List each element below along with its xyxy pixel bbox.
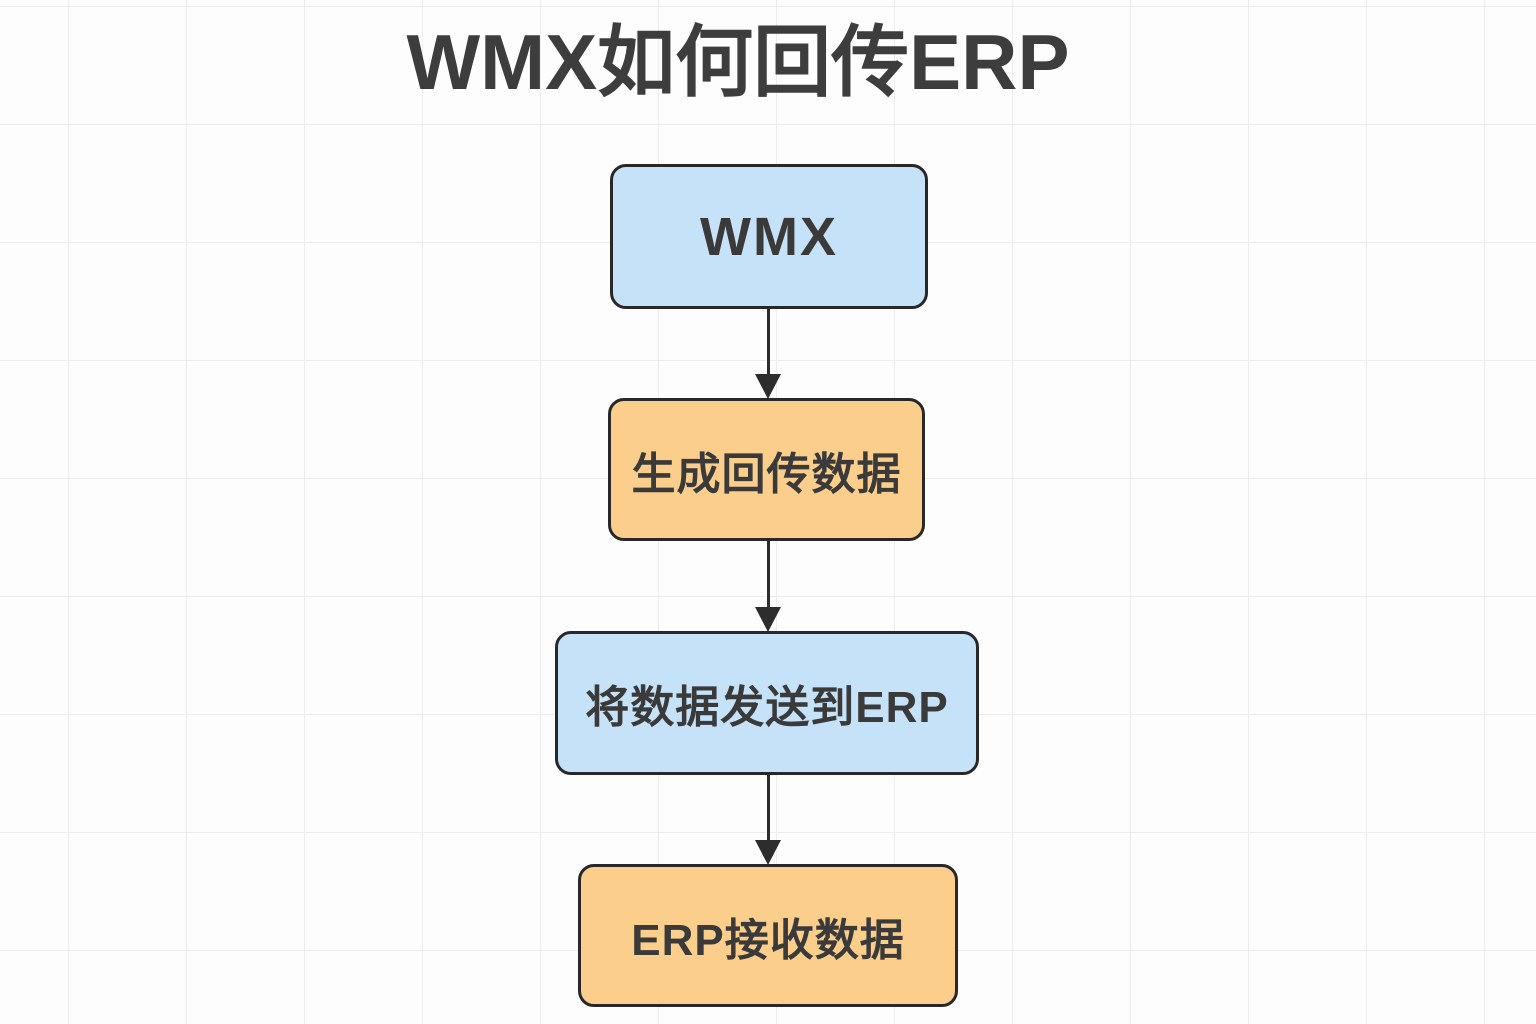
flow-node-wmx: WMX [610,164,928,309]
diagram-title: WMX如何回传ERP [406,18,1070,106]
flow-node-erp-receive-label: ERP接收数据 [631,915,905,965]
flow-node-erp-receive: ERP接收数据 [578,864,958,1007]
arrow-down-connector-3 [755,775,781,865]
arrow-down-connector-1 [755,309,781,399]
flow-node-send-to-erp-label: 将数据发送到ERP [585,683,949,732]
flow-node-generate-data-label: 生成回传数据 [631,449,902,499]
arrow-head-icon [755,374,781,399]
arrow-shaft [766,309,770,374]
flow-node-wmx-label: WMX [700,206,838,267]
arrow-shaft [766,775,770,840]
arrow-down-connector-2 [755,541,781,632]
flow-node-generate-data: 生成回传数据 [608,398,925,541]
flow-node-send-to-erp: 将数据发送到ERP [555,631,979,775]
arrow-head-icon [755,840,781,865]
arrow-head-icon [755,607,781,632]
arrow-shaft [766,541,770,607]
